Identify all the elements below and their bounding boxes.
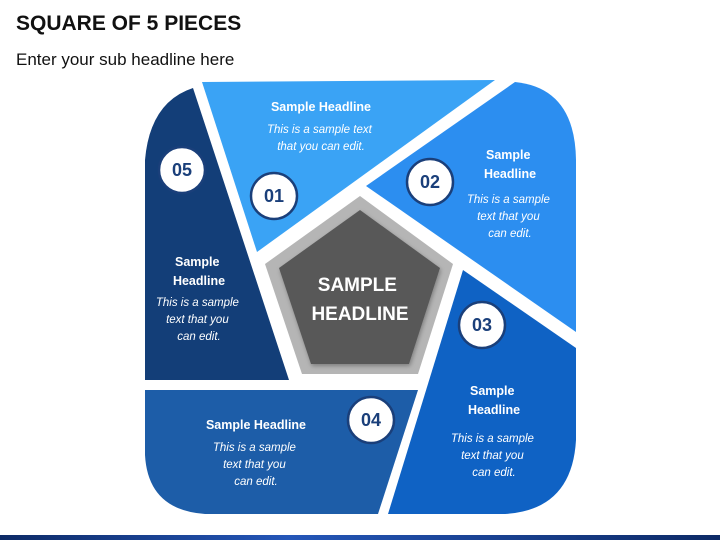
piece-04[interactable]: Sample Headline This is a sample text th… bbox=[145, 390, 418, 514]
center-headline: SAMPLE HEADLINE bbox=[311, 275, 408, 325]
piece-02-shape bbox=[366, 82, 576, 332]
piece-02-text: This is a sample text that you can edit. bbox=[467, 194, 553, 240]
piece-02-number: 02 bbox=[420, 172, 440, 192]
piece-01[interactable]: Sample Headline This is a sample text th… bbox=[202, 80, 495, 252]
page-subtitle: Enter your sub headline here bbox=[16, 50, 235, 69]
piece-05-headline: Sample Headline bbox=[173, 255, 225, 288]
piece-01-headline: Sample Headline bbox=[271, 100, 371, 114]
piece-01-number-badge bbox=[249, 171, 299, 221]
piece-02-number-badge bbox=[405, 157, 455, 207]
piece-05[interactable]: Sample Headline This is a sample text th… bbox=[145, 88, 289, 380]
footer-accent-bar bbox=[0, 535, 720, 540]
center-pentagon-inner bbox=[279, 210, 440, 364]
piece-02[interactable]: Sample Headline This is a sample text th… bbox=[366, 82, 576, 332]
piece-02-headline: Sample Headline bbox=[484, 148, 536, 181]
piece-04-text: This is a sample text that you can edit. bbox=[213, 442, 299, 488]
page-title: SQUARE OF 5 PIECES bbox=[16, 12, 242, 35]
piece-03-text: This is a sample text that you can edit. bbox=[451, 433, 537, 479]
piece-04-number-badge bbox=[346, 395, 396, 445]
piece-04-number: 04 bbox=[361, 410, 381, 430]
piece-05-number: 05 bbox=[172, 160, 192, 180]
piece-05-number-badge bbox=[157, 145, 207, 195]
piece-01-number: 01 bbox=[264, 186, 284, 206]
piece-03-number: 03 bbox=[472, 315, 492, 335]
piece-03[interactable]: Sample Headline This is a sample text th… bbox=[388, 270, 576, 514]
center-pentagon[interactable]: SAMPLE HEADLINE bbox=[265, 196, 453, 374]
piece-01-text: This is a sample text that you can edit. bbox=[267, 124, 375, 153]
piece-03-number-badge bbox=[457, 300, 507, 350]
piece-05-text: This is a sample text that you can edit. bbox=[156, 297, 242, 343]
piece-04-headline: Sample Headline bbox=[206, 418, 306, 432]
piece-03-shape bbox=[388, 270, 576, 514]
piece-03-headline: Sample Headline bbox=[468, 384, 520, 417]
